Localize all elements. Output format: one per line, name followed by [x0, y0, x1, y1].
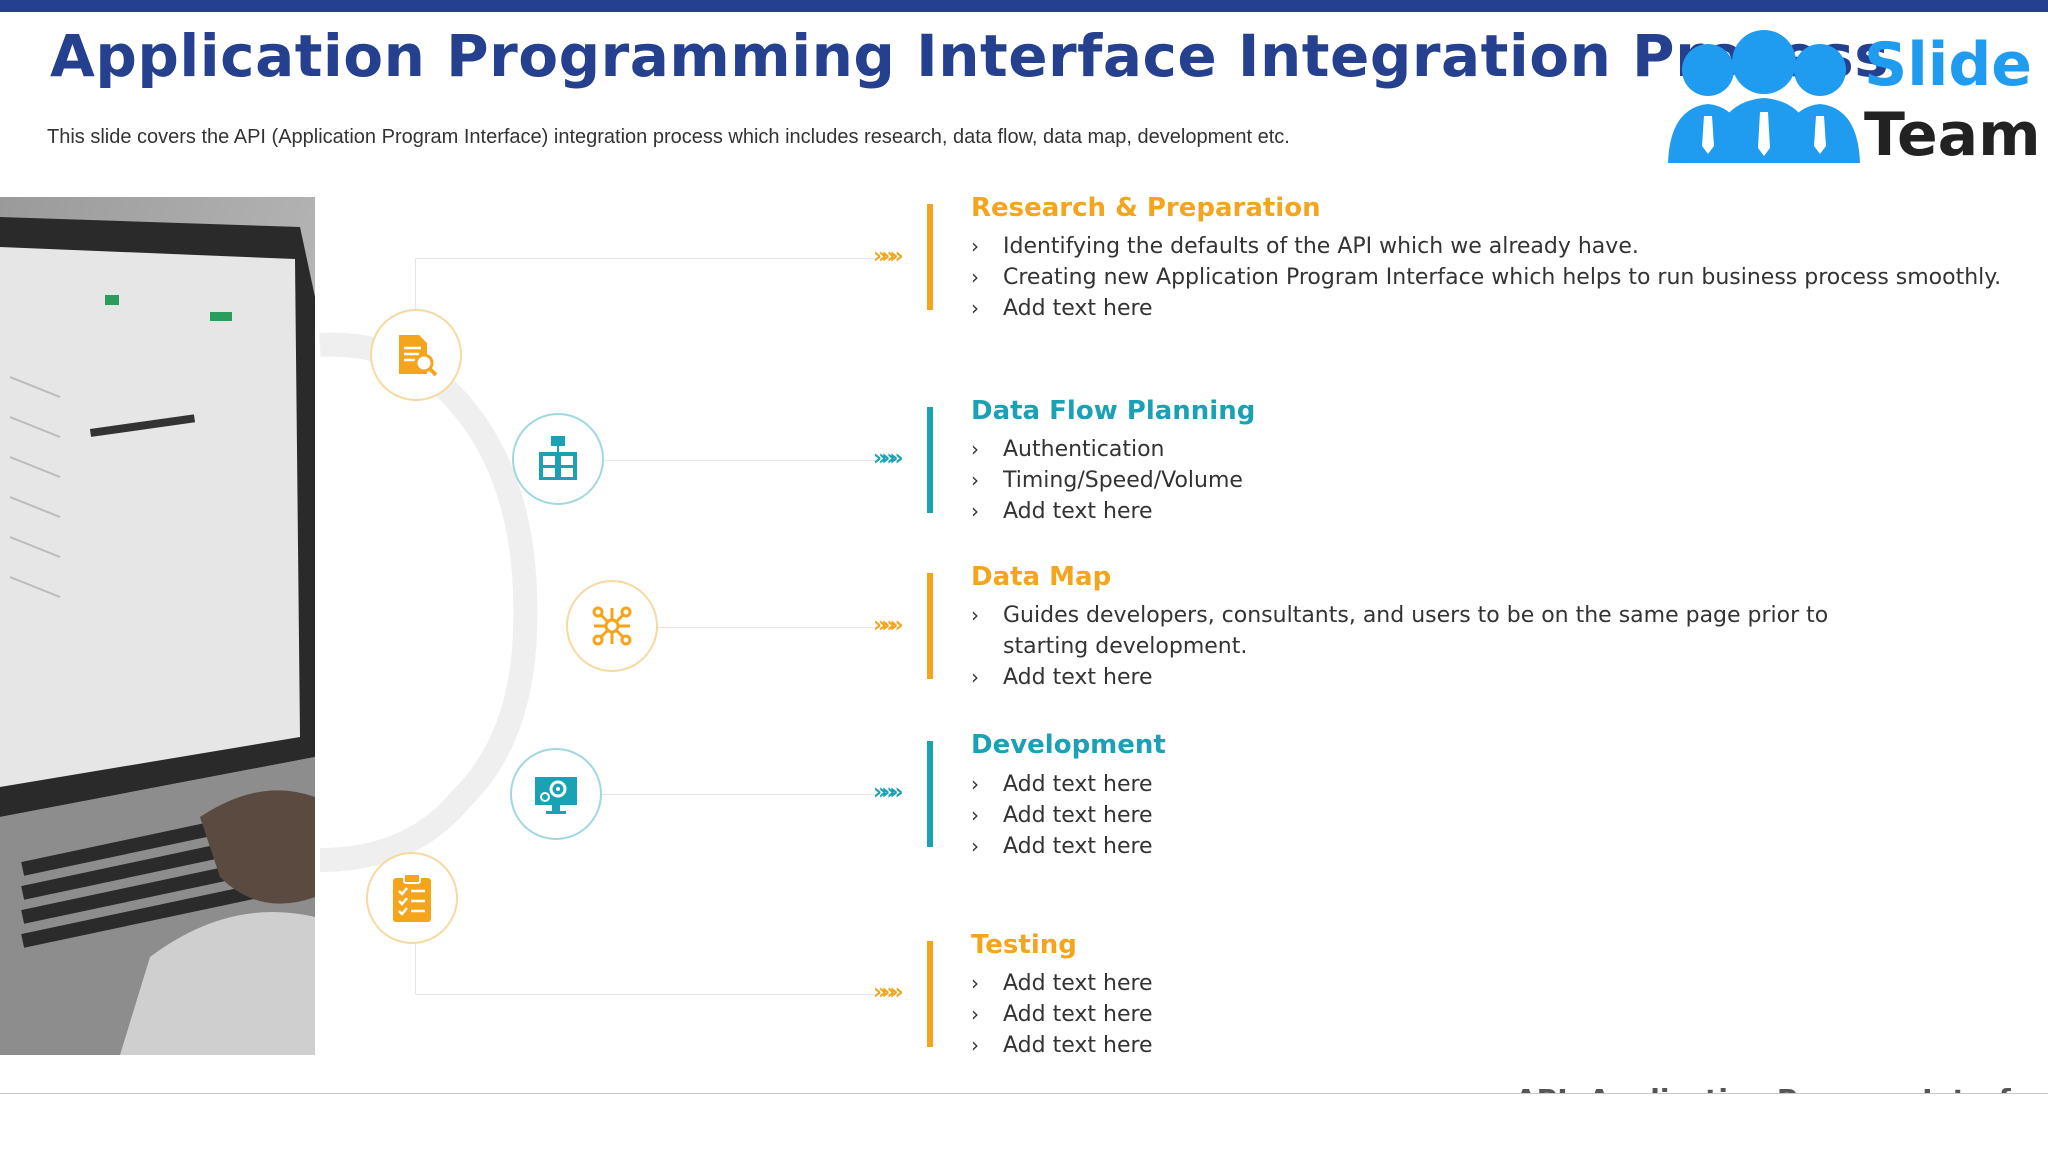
connector-top-vertical — [415, 258, 416, 310]
accent-bar-testing — [927, 941, 933, 1047]
arrow-icon-data-map: »»» — [873, 613, 904, 638]
footer-note: API: Application Program Interface — [1515, 1080, 2048, 1093]
list-item: ›Identifying the defaults of the API whi… — [971, 234, 1639, 259]
footer-divider — [0, 1093, 2048, 1094]
bullet-list-development: ›Add text here ›Add text here ›Add text … — [971, 769, 1971, 862]
step-title-testing: Testing — [971, 930, 1077, 960]
network-nodes-icon — [592, 606, 632, 646]
list-item: ›Add text here — [971, 772, 1153, 797]
page-subtitle: This slide covers the API (Application P… — [47, 126, 1290, 148]
list-item: ›Creating new Application Program Interf… — [971, 265, 2002, 290]
list-item: ›Add text here — [971, 803, 1153, 828]
list-item: ›Add text here — [971, 1002, 1153, 1027]
laptop-photo — [0, 197, 315, 1055]
list-item: ›Guides developers, consultants, and use… — [971, 603, 1829, 659]
logo-team-text: Team — [1864, 100, 2041, 170]
node-development — [510, 748, 602, 840]
bullet-list-testing: ›Add text here ›Add text here ›Add text … — [971, 968, 1971, 1061]
connector-data-flow — [604, 460, 875, 461]
arrow-icon-research: »»» — [873, 244, 904, 269]
top-accent-bar — [0, 0, 2048, 12]
step-title-data-flow: Data Flow Planning — [971, 396, 1256, 426]
arrow-icon-data-flow: »»» — [873, 446, 904, 471]
accent-bar-research — [927, 204, 933, 310]
clipboard-checklist-icon — [393, 873, 431, 922]
step-title-research: Research & Preparation — [971, 193, 1321, 223]
connector-testing — [415, 994, 875, 995]
logo-slide-text: Slide — [1864, 30, 2032, 100]
connector-development — [602, 794, 875, 795]
slide-team-logo — [1668, 30, 1860, 163]
list-item: ›Timing/Speed/Volume — [971, 468, 1243, 493]
monitor-gear-icon — [535, 777, 577, 814]
list-item: ›Add text here — [971, 1033, 1153, 1058]
accent-bar-development — [927, 741, 933, 847]
node-research — [370, 309, 462, 401]
arrow-icon-testing: »»» — [873, 980, 904, 1005]
page-title: Application Programming Interface Integr… — [50, 22, 1890, 90]
bullet-list-data-flow: ›Authentication ›Timing/Speed/Volume ›Ad… — [971, 434, 1971, 527]
list-item: ›Add text here — [971, 665, 1153, 690]
node-testing — [366, 852, 458, 944]
connector-bottom-vertical — [415, 942, 416, 994]
list-item: ›Add text here — [971, 499, 1153, 524]
bullet-list-research: ›Identifying the defaults of the API whi… — [971, 231, 2031, 324]
list-item: ›Add text here — [971, 971, 1153, 996]
node-data-flow — [512, 413, 604, 505]
connector-research — [415, 258, 875, 259]
connector-data-map — [658, 627, 875, 628]
list-item: ›Add text here — [971, 834, 1153, 859]
list-item: ›Add text here — [971, 296, 1153, 321]
bullet-list-data-map: ›Guides developers, consultants, and use… — [971, 600, 1871, 693]
accent-bar-data-map — [927, 573, 933, 679]
list-item: ›Authentication — [971, 437, 1165, 462]
accent-bar-data-flow — [927, 407, 933, 513]
step-title-data-map: Data Map — [971, 562, 1112, 592]
document-search-icon — [399, 335, 438, 377]
node-data-map — [566, 580, 658, 672]
server-network-icon — [539, 436, 577, 480]
arrow-icon-development: »»» — [873, 780, 904, 805]
step-title-development: Development — [971, 730, 1166, 760]
